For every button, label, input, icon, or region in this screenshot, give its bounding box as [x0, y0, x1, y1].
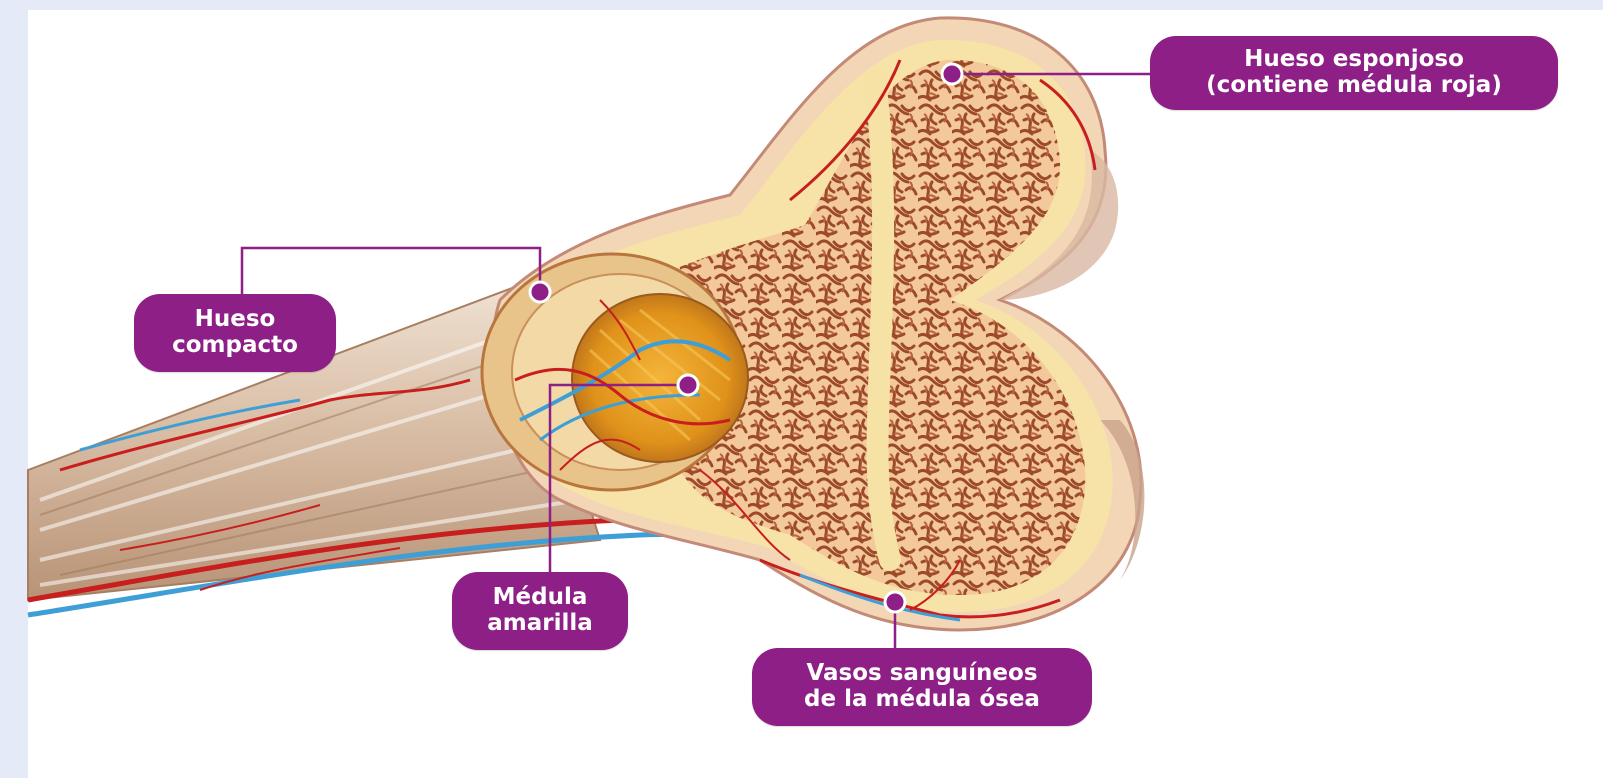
label-vasos-sanguineos-line2: de la médula ósea	[804, 687, 1040, 713]
label-medula-amarilla-line2: amarilla	[487, 611, 593, 637]
label-hueso-compacto: Hueso compacto	[134, 294, 336, 372]
label-hueso-esponjoso-line2: (contiene médula roja)	[1206, 73, 1502, 99]
label-medula-amarilla: Médula amarilla	[452, 572, 628, 650]
label-hueso-compacto-line1: Hueso	[195, 307, 276, 333]
label-vasos-sanguineos: Vasos sanguíneos de la médula ósea	[752, 648, 1092, 726]
dot-hueso-esponjoso	[942, 64, 962, 84]
label-hueso-esponjoso-line1: Hueso esponjoso	[1244, 47, 1464, 73]
dot-medula-amarilla	[678, 375, 698, 395]
label-vasos-sanguineos-line1: Vasos sanguíneos	[806, 661, 1037, 687]
label-hueso-esponjoso: Hueso esponjoso (contiene médula roja)	[1150, 36, 1558, 110]
label-medula-amarilla-line1: Médula	[493, 585, 588, 611]
dot-vasos-sanguineos	[885, 592, 905, 612]
label-hueso-compacto-line2: compacto	[172, 333, 298, 359]
dot-hueso-compacto	[530, 282, 550, 302]
